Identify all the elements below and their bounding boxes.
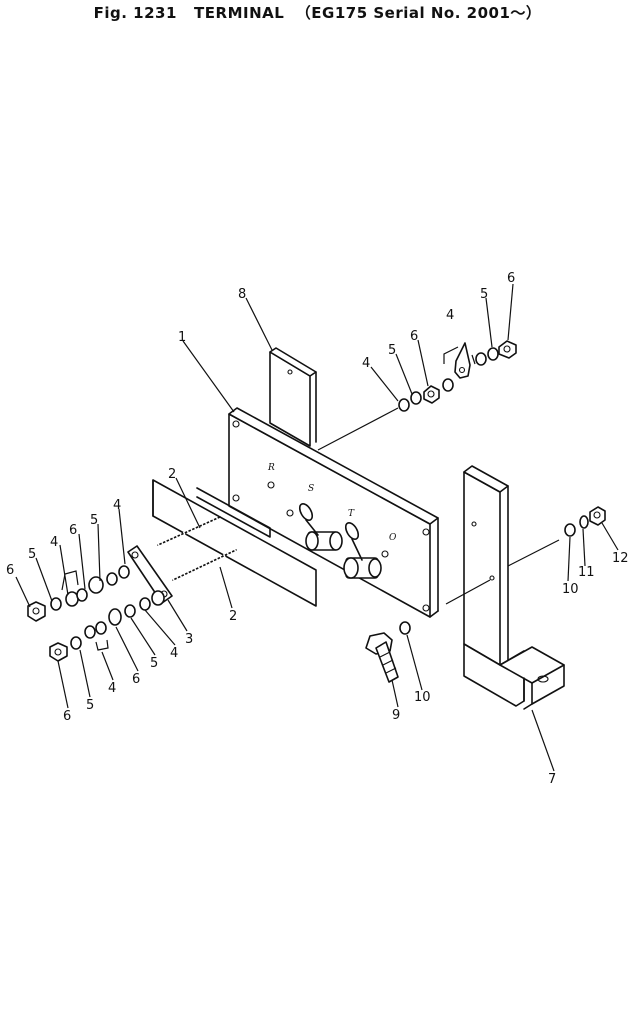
- callout-5-c: 5: [150, 656, 158, 671]
- callout-6-a: 6: [69, 523, 77, 538]
- callout-4-b: 4: [50, 535, 58, 550]
- marking-t: T: [348, 509, 355, 519]
- callout-8: 8: [238, 287, 246, 302]
- terminal-s-stud: [298, 503, 343, 551]
- callout-1: 1: [178, 330, 186, 345]
- part-3-link-plate: [127, 545, 173, 604]
- callout-4-e: 4: [362, 356, 370, 371]
- callout-10-b: 10: [414, 690, 431, 705]
- callout-numbers: 1 8 2 2 3 4 5 6 4 5 6 4 5 6 4 5 6 4 5 6 …: [6, 271, 629, 787]
- marking-s: S: [308, 484, 314, 494]
- part-2-studs: [157, 515, 237, 582]
- callout-6-d: 6: [63, 709, 71, 724]
- callout-4-f: 4: [446, 308, 454, 323]
- callout-4-c: 4: [170, 646, 178, 661]
- left-lower-hardware: [49, 590, 165, 662]
- callout-6-e: 6: [410, 329, 418, 344]
- callout-4-a: 4: [113, 498, 121, 513]
- right-upper-hardware: [317, 340, 517, 451]
- callout-4-d: 4: [108, 681, 116, 696]
- part-9-bolt: [365, 632, 399, 683]
- callout-9: 9: [392, 708, 400, 723]
- callout-11: 11: [578, 565, 595, 580]
- callout-6-f: 6: [507, 271, 515, 286]
- callout-6-c: 6: [132, 672, 140, 687]
- callout-7: 7: [548, 772, 556, 787]
- part-10-washer: [399, 621, 411, 635]
- marking-r: R: [267, 463, 275, 473]
- callout-2-upper: 2: [168, 467, 176, 482]
- part-8-bracket: [269, 347, 317, 447]
- callout-10-a: 10: [562, 582, 579, 597]
- part-7-l-bracket: [445, 465, 565, 710]
- callout-5-e: 5: [388, 343, 396, 358]
- marking-o: O: [389, 533, 397, 543]
- callout-2-lower: 2: [229, 609, 237, 624]
- terminal-t-stud: [343, 522, 382, 579]
- leader-lines: [15, 283, 619, 772]
- part-1-terminal-board: R S T O: [228, 407, 439, 618]
- callout-6-b: 6: [6, 563, 14, 578]
- callout-5-b: 5: [28, 547, 36, 562]
- callout-5-d: 5: [86, 698, 94, 713]
- insulation-plate: [152, 479, 317, 607]
- callout-3: 3: [185, 632, 193, 647]
- callout-5-a: 5: [90, 513, 98, 528]
- callout-5-f: 5: [480, 287, 488, 302]
- right-side-hardware: [564, 506, 606, 537]
- figure-title: Fig. 1231 TERMINAL （EG175 Serial No. 200…: [93, 4, 542, 22]
- callout-12: 12: [612, 551, 629, 566]
